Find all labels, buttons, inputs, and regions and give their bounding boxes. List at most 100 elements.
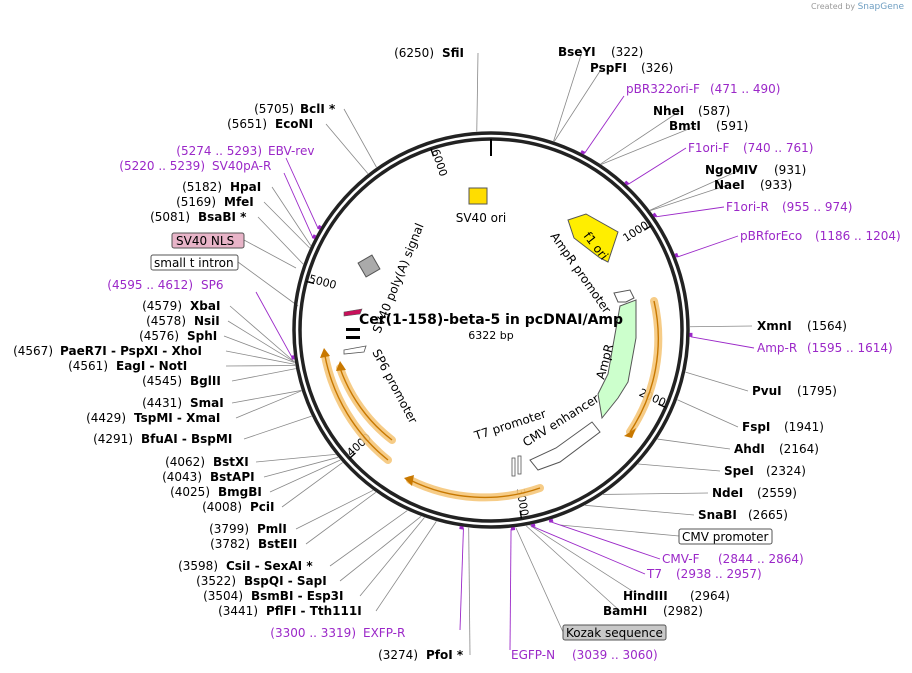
enzyme-bmgbi[interactable]: BmgBI	[218, 485, 262, 499]
enzyme-pos-bfuai: (4291)	[93, 432, 133, 446]
enzyme-bfuai-bspmi[interactable]: BfuAI - BspMI	[141, 432, 232, 446]
enzyme-pvui[interactable]: PvuI	[752, 384, 782, 398]
primer-mark-0	[580, 150, 586, 155]
enzyme-xmni[interactable]: XmnI	[757, 319, 792, 333]
box-cmv-promoter[interactable]	[678, 528, 773, 545]
primer-t7[interactable]: T7	[646, 567, 662, 581]
enzyme-pmli[interactable]: PmlI	[257, 522, 287, 536]
primer-egfp-n[interactable]: EGFP-N	[511, 648, 555, 662]
enzyme-bseyi[interactable]: BseYI	[558, 45, 596, 59]
enzyme-pos-bcli: (5705)	[254, 102, 294, 116]
enzyme-sphi[interactable]: SphI	[187, 329, 217, 343]
enzyme-bsteii[interactable]: BstEII	[258, 537, 297, 551]
primer-cmv-f[interactable]: CMV-F	[662, 552, 700, 566]
enzyme-bamhi[interactable]: BamHI	[603, 604, 647, 618]
feature-ampr[interactable]	[597, 299, 637, 420]
enzyme-smai[interactable]: SmaI	[190, 396, 224, 410]
leader-left-0	[476, 52, 479, 132]
enzyme-sfii[interactable]: SfiI	[442, 46, 464, 60]
primer-f1ori-f[interactable]: F1ori-F	[688, 141, 729, 155]
enzyme-pos-sphi: (4576)	[139, 329, 179, 343]
feature-sv40-ori[interactable]	[468, 187, 488, 205]
enzyme-pspfi[interactable]: PspFI	[590, 61, 627, 75]
enzyme-snabi[interactable]: SnaBI	[698, 508, 737, 522]
enzyme-ngomiv[interactable]: NgoMIV	[705, 163, 758, 177]
primer-pbrforeco[interactable]: pBRforEco	[740, 229, 802, 243]
tick-label-5000: 5000	[307, 272, 337, 292]
plasmid-name: Cer(1-158)-beta-5 in pcDNAI/Amp	[359, 312, 623, 328]
enzyme-pos-naei: (933)	[760, 178, 792, 192]
enzyme-bstxi[interactable]: BstXI	[213, 455, 249, 469]
leader-left-13	[235, 390, 302, 419]
primer-sv40pa-r[interactable]: SV40pA-R	[212, 159, 271, 173]
leader-naei	[650, 184, 729, 211]
leader-left-3	[271, 186, 312, 246]
enzyme-spei[interactable]: SpeI	[724, 464, 754, 478]
enzyme-pos-bglii: (4545)	[142, 374, 182, 388]
enzyme-pfoi[interactable]: PfoI *	[426, 648, 464, 662]
tick-4000	[349, 452, 356, 459]
primer-f1ori-r[interactable]: F1ori-R	[726, 200, 769, 214]
tick-6000	[430, 148, 435, 157]
orf-arc-bottom-head	[404, 475, 414, 486]
leader-left-6	[229, 305, 295, 363]
leader-left-7	[227, 320, 295, 363]
enzyme-bglii[interactable]: BglII	[190, 374, 221, 388]
enzyme-bstapi[interactable]: BstAPI	[210, 470, 255, 484]
feature-cmv-enhancer[interactable]	[529, 421, 601, 471]
enzyme-bcli[interactable]: BclI *	[300, 102, 336, 116]
primer-amp-r[interactable]: Amp-R	[757, 341, 797, 355]
enzyme-hindiii[interactable]: HindIII	[623, 589, 668, 603]
enzyme-bspqi-sapi[interactable]: BspQI - SapI	[244, 574, 327, 588]
enzyme-pos-bstapi: (4043)	[162, 470, 202, 484]
enzyme-nsii[interactable]: NsiI	[194, 314, 220, 328]
enzyme-pos-xbai: (4579)	[142, 299, 182, 313]
enzyme-hpai[interactable]: HpaI	[230, 180, 261, 194]
enzyme-ndei[interactable]: NdeI	[712, 486, 743, 500]
box-leader-2	[559, 524, 680, 537]
primer-sp6[interactable]: SP6	[201, 278, 224, 292]
primer-leader-3	[677, 235, 739, 258]
leader-left-19	[295, 489, 374, 530]
tick-label-6000: 6000	[429, 147, 450, 178]
enzyme-ahdi[interactable]: AhdI	[734, 442, 765, 456]
enzyme-nhei[interactable]: NheI	[653, 104, 684, 118]
enzyme-mfei[interactable]: MfeI	[224, 195, 254, 209]
enzyme-eagi-noti[interactable]: EagI - NotI	[116, 359, 187, 373]
enzyme-bmti[interactable]: BmtI	[669, 119, 701, 133]
box-kozak-sequence[interactable]	[562, 624, 667, 641]
enzyme-naei[interactable]: NaeI	[714, 178, 745, 192]
leader-ahdi	[657, 438, 731, 450]
feature-sv40-polya[interactable]	[357, 254, 381, 278]
feature-ampr-promoter[interactable]	[613, 289, 635, 303]
enzyme-pcii[interactable]: PciI	[250, 500, 275, 514]
box-small-t-intron[interactable]	[150, 254, 239, 271]
enzyme-csii-sexai[interactable]: CsiI - SexAI *	[226, 559, 313, 573]
feature-sp6-promoter[interactable]	[343, 345, 367, 355]
box-sv40-nls[interactable]	[171, 232, 245, 249]
primer-ebv-rev[interactable]: EBV-rev	[268, 144, 314, 158]
primer-pbr322ori-f[interactable]: pBR322ori-F	[626, 82, 700, 96]
enzyme-tspmi-xmai[interactable]: TspMI - XmaI	[134, 411, 220, 425]
enzyme-paer7i-pspxi-xhoi[interactable]: PaeR7I - PspXI - XhoI	[60, 344, 202, 358]
feature-t7-promoter[interactable]	[511, 457, 516, 477]
enzyme-pos-ngomiv: (931)	[774, 163, 806, 177]
enzyme-xbai[interactable]: XbaI	[190, 299, 220, 313]
leader-ndei	[603, 492, 709, 495]
leader-left-23	[359, 517, 425, 597]
enzyme-pflfi-tth111i[interactable]: PflFI - Tth111I	[266, 604, 362, 618]
enzyme-econi[interactable]: EcoNI	[275, 117, 313, 131]
enzyme-fspi[interactable]: FspI	[742, 420, 770, 434]
box-label-cmv-promoter: CMV promoter	[682, 530, 769, 544]
boxed-feature-labels: SV40 NLS small t intron CMV promoter Koz…	[150, 232, 773, 641]
primer-range-ebv-rev: (5274 .. 5293)	[176, 144, 262, 158]
primer-leader-5	[549, 520, 661, 560]
enzyme-bsabi[interactable]: BsaBI *	[198, 210, 247, 224]
primer-exfp-r[interactable]: EXFP-R	[363, 626, 405, 640]
enzyme-bsmbi-esp3i[interactable]: BsmBI - Esp3I	[251, 589, 343, 603]
feature-f1-ori[interactable]	[567, 213, 619, 263]
primer-leader-6	[531, 525, 646, 575]
enzyme-pos-fspi: (1941)	[784, 420, 824, 434]
leader-left-20	[305, 491, 377, 545]
enzyme-pos-snabi: (2665)	[748, 508, 788, 522]
